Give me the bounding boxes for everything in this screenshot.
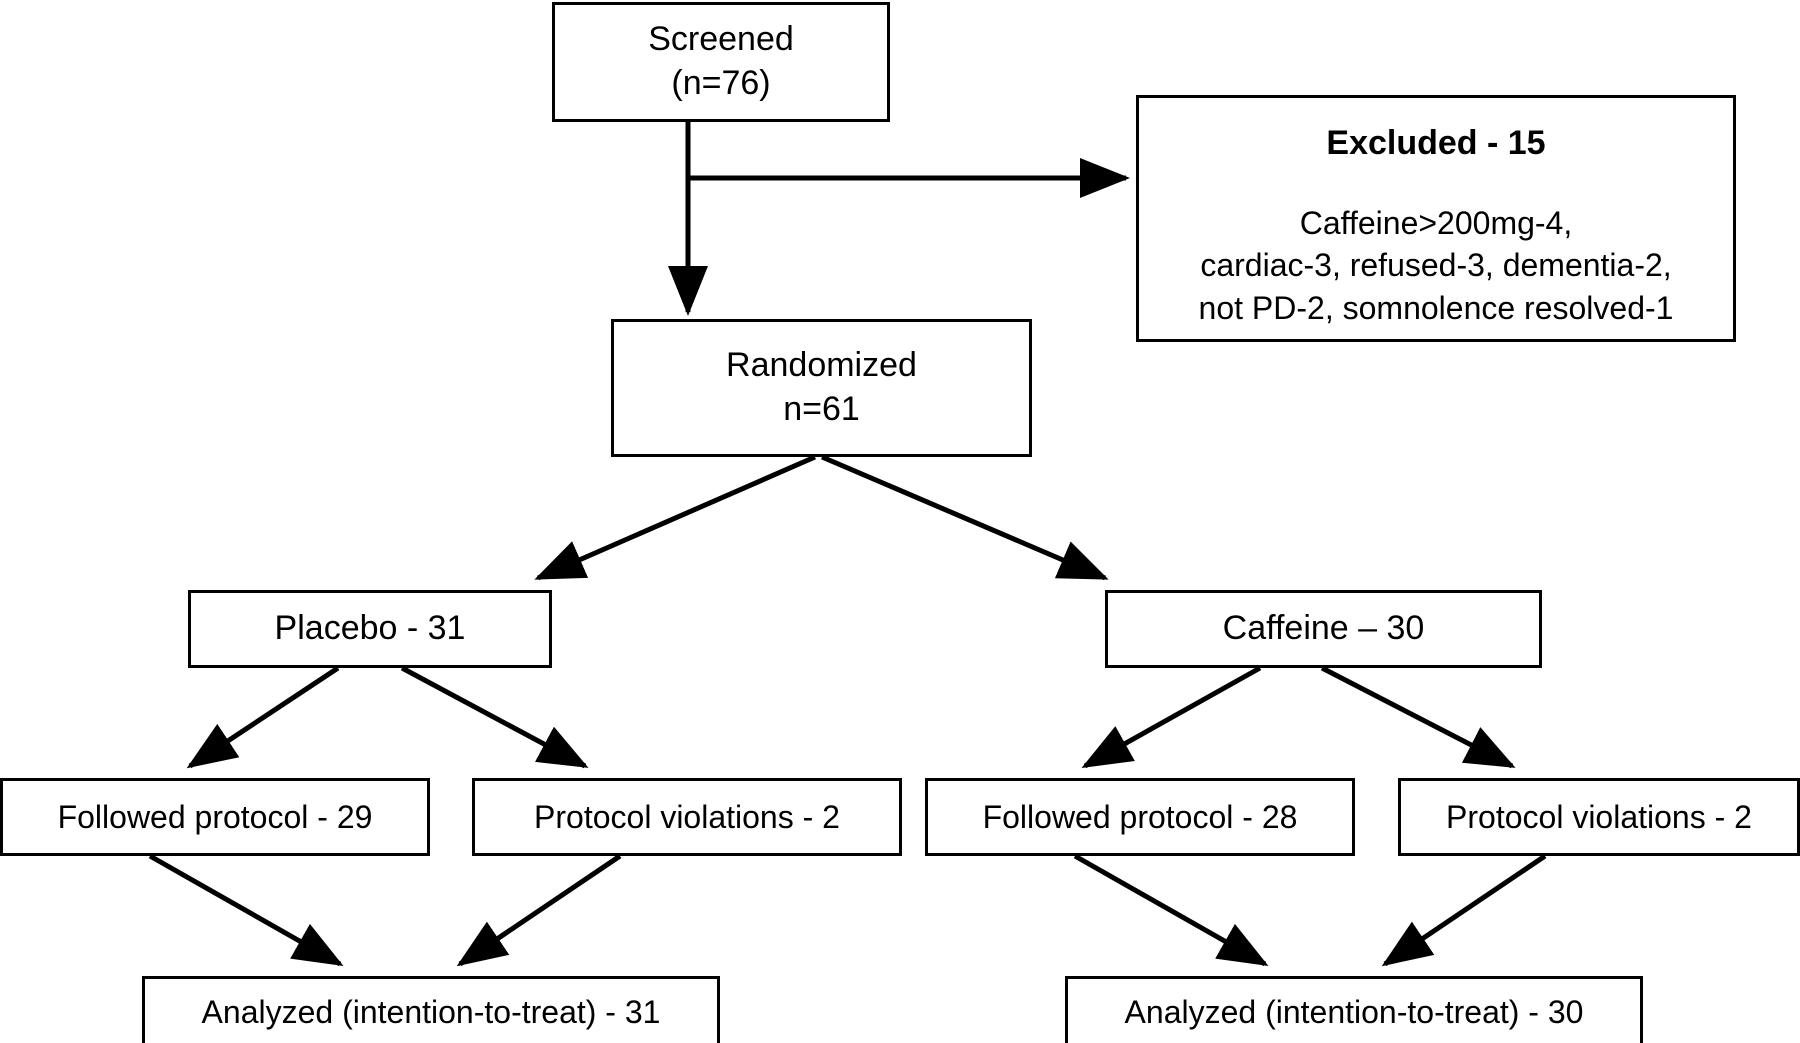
edge-violations-placebo-to-analyzed [456, 853, 622, 967]
edge-caffeine-to-violations [1320, 665, 1516, 769]
node-followed-protocol-caffeine: Followed protocol - 28 [925, 778, 1355, 856]
edge-randomized-to-placebo [534, 454, 817, 581]
node-excluded-heading: Excluded - 15 [1326, 124, 1546, 162]
node-protocol-violations-caffeine-label: Protocol violations - 2 [1446, 798, 1752, 835]
node-randomized-line1: Randomized [726, 346, 917, 385]
node-screened-line2: (n=76) [671, 64, 771, 102]
node-protocol-violations-placebo-label: Protocol violations - 2 [534, 798, 840, 835]
edge-placebo-to-followed [186, 665, 340, 769]
node-analyzed-placebo-label: Analyzed (intention-to-treat) - 31 [201, 993, 661, 1030]
node-protocol-violations-caffeine: Protocol violations - 2 [1398, 778, 1800, 856]
node-excluded-reason-line1: Caffeine>200mg-4, [1299, 204, 1573, 241]
node-followed-protocol-placebo-label: Followed protocol - 29 [57, 798, 373, 835]
node-analyzed-caffeine: Analyzed (intention-to-treat) - 30 [1065, 976, 1643, 1043]
node-screened-line1: Screened [648, 20, 794, 59]
node-excluded: Excluded - 15 Caffeine>200mg-4, cardiac-… [1136, 95, 1736, 342]
node-placebo-arm: Placebo - 31 [188, 590, 552, 668]
node-randomized: Randomized n=61 [611, 319, 1032, 457]
node-randomized-line2: n=61 [783, 390, 860, 428]
edge-randomized-to-caffeine [821, 454, 1109, 581]
node-followed-protocol-placebo: Followed protocol - 29 [0, 778, 430, 856]
node-screened: Screened (n=76) [552, 2, 890, 122]
node-followed-protocol-caffeine-label: Followed protocol - 28 [982, 798, 1298, 835]
node-analyzed-placebo: Analyzed (intention-to-treat) - 31 [142, 976, 720, 1043]
node-excluded-reason-line3: not PD-2, somnolence resolved-1 [1198, 289, 1674, 326]
edge-followed-caffeine-to-analyzed [1073, 853, 1269, 967]
node-analyzed-caffeine-label: Analyzed (intention-to-treat) - 30 [1124, 993, 1584, 1030]
node-excluded-reason-line2: cardiac-3, refused-3, dementia-2, [1200, 247, 1672, 284]
node-caffeine-label: Caffeine – 30 [1222, 609, 1425, 648]
edge-violations-caffeine-to-analyzed [1381, 853, 1547, 967]
node-protocol-violations-placebo: Protocol violations - 2 [472, 778, 902, 856]
edge-placebo-to-violations [400, 665, 589, 769]
edge-followed-placebo-to-analyzed [148, 853, 344, 967]
node-caffeine-arm: Caffeine – 30 [1105, 590, 1542, 668]
node-placebo-label: Placebo - 31 [274, 609, 466, 648]
node-excluded-reasons: Caffeine>200mg-4, cardiac-3, refused-3, … [1199, 202, 1674, 330]
edge-caffeine-to-followed [1081, 665, 1262, 769]
